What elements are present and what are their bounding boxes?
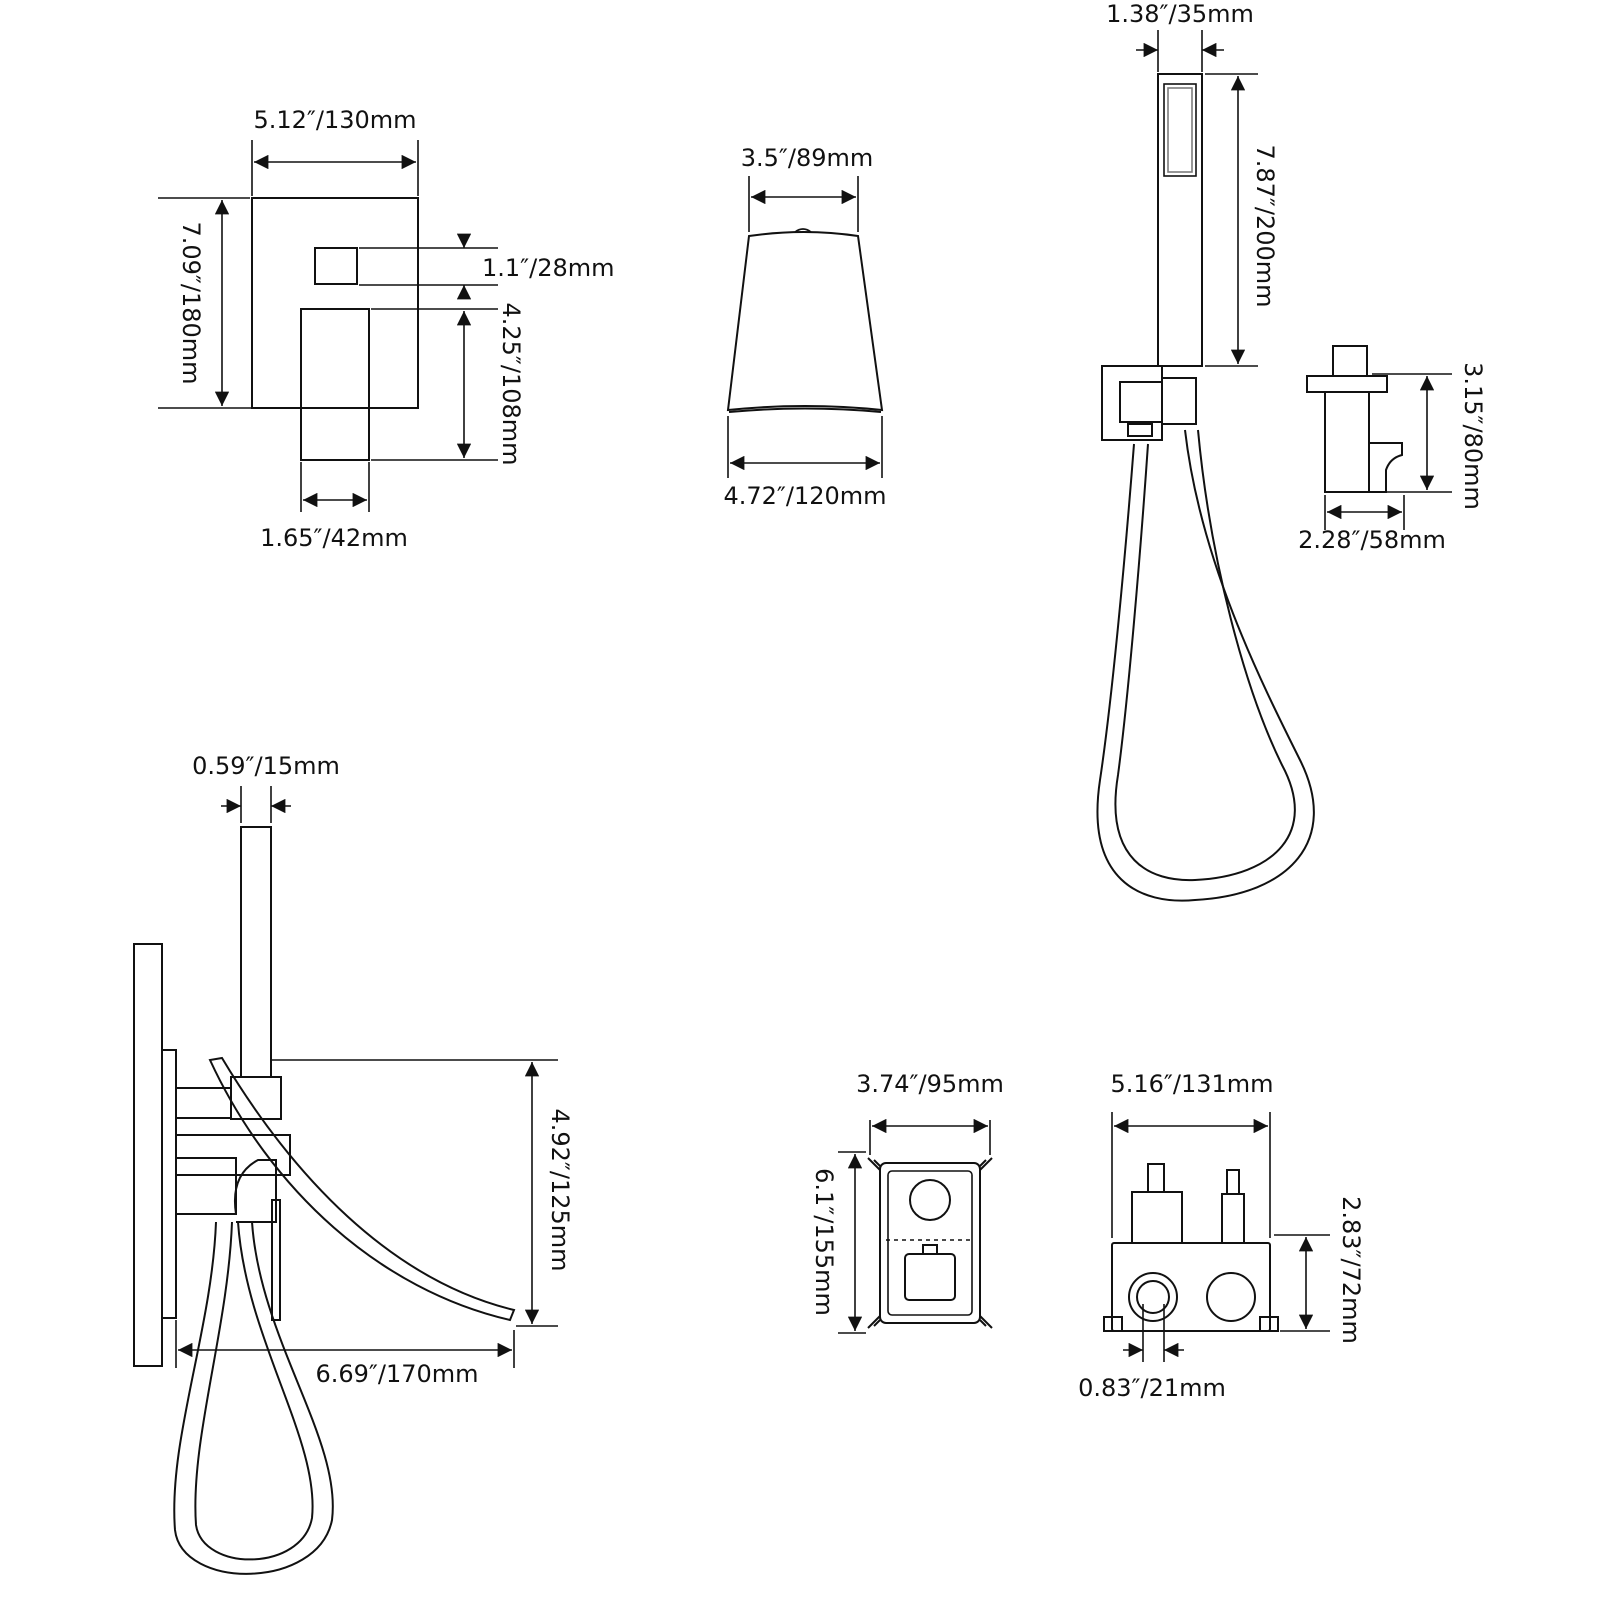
valve-side-box — [1111, 1242, 1271, 1332]
spout-body — [726, 231, 884, 412]
panel-handle — [300, 308, 370, 461]
valve-box — [879, 1162, 981, 1324]
holder-flange — [1306, 375, 1388, 393]
panel-handle-height-label: 4.25″/108mm — [497, 302, 525, 465]
holder-body — [1324, 391, 1370, 493]
spout-top-label: 3.5″/89mm — [741, 144, 874, 172]
valve-side-port-right — [1206, 1272, 1256, 1322]
hand-shower-view: 1.38″/35mm 7.87″/200mm — [1096, 0, 1315, 902]
spout-bottom-label: 4.72″/120mm — [723, 482, 886, 510]
holder-connector — [1332, 345, 1368, 377]
valve-side-width-label: 5.16″/131mm — [1110, 1070, 1273, 1098]
holder-height-label: 3.15″/80mm — [1459, 362, 1487, 510]
handshower-width-label: 1.38″/35mm — [1106, 0, 1254, 28]
panel-width-label: 5.12″/130mm — [253, 106, 416, 134]
holder-hook — [1369, 442, 1403, 493]
handshower-spray-face — [1163, 83, 1197, 177]
handshower-length-label: 7.87″/200mm — [1251, 144, 1279, 307]
valve-outlet — [909, 1179, 951, 1221]
hose-holder-view: 3.15″/80mm 2.28″/58mm — [1298, 345, 1487, 554]
panel-button-label: 1.1″/28mm — [482, 254, 615, 282]
valve-side-port-left — [1128, 1272, 1178, 1322]
wall-section — [133, 943, 163, 1367]
valve-front-view: 3.74″/95mm 6.1″/155mm — [810, 1070, 1004, 1334]
valve-width-label: 3.74″/95mm — [856, 1070, 1004, 1098]
diverter-panel-view: 5.12″/130mm 7.09″/180mm 1.1″/28mm 4.25″/… — [158, 106, 615, 552]
handshower-hose — [1096, 429, 1315, 902]
side-hose — [173, 1221, 334, 1575]
panel-button — [314, 247, 358, 285]
wall-plate — [161, 1049, 177, 1319]
valve-height-label: 6.1″/155mm — [810, 1168, 838, 1316]
side-tube — [240, 826, 272, 1078]
panel-plate — [251, 197, 419, 409]
panel-handle-width-label: 1.65″/42mm — [260, 524, 408, 552]
side-spout — [208, 1056, 516, 1322]
panel-height-label: 7.09″/180mm — [177, 221, 205, 384]
side-view: 0.59″/15mm 4.92″/125mm 6.69″/170mm — [133, 752, 574, 1575]
holder-width-label: 2.28″/58mm — [1298, 526, 1446, 554]
side-thickness-label: 0.59″/15mm — [192, 752, 340, 780]
valve-port-label: 0.83″/21mm — [1078, 1374, 1226, 1402]
valve-side-height-label: 2.83″/72mm — [1337, 1196, 1365, 1344]
side-projection-label: 6.69″/170mm — [315, 1360, 478, 1388]
side-height-label: 4.92″/125mm — [546, 1108, 574, 1271]
valve-side-view: 5.16″/131mm 2.83″/72mm 0.83″/21mm — [1078, 1070, 1365, 1402]
spout-front-view: 3.5″/89mm 4.72″/120mm — [723, 144, 886, 510]
